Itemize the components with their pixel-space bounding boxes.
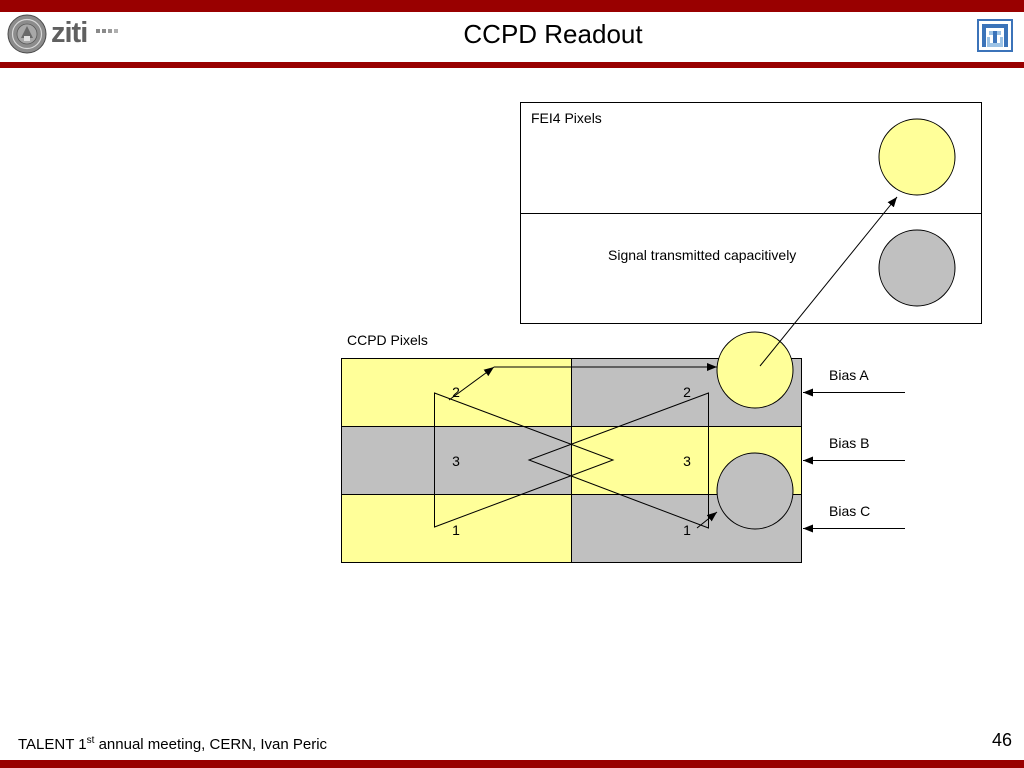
ccpd-pixel-gray xyxy=(716,452,794,530)
slide-title: CCPD Readout xyxy=(463,19,643,49)
page-number: 46 xyxy=(991,730,1012,750)
right-number-bottom: 1 xyxy=(683,522,691,538)
ccpd-cell-r3-left xyxy=(341,494,572,563)
bias-a-label: Bias A xyxy=(829,367,869,383)
arrow-2-to-bus xyxy=(448,366,495,401)
footer-text-before: TALENT 1 xyxy=(18,736,87,753)
institute-emblem-icon xyxy=(977,19,1013,52)
bottom-bar xyxy=(0,760,1024,768)
wordmark-dots-icon xyxy=(96,29,118,33)
ccpd-cell-r1-left xyxy=(341,358,572,427)
ccpd-pixel-grid xyxy=(341,358,802,563)
right-number-middle: 3 xyxy=(683,453,691,469)
footer-superscript: st xyxy=(86,735,95,746)
fei4-pixel-gray xyxy=(878,229,956,307)
capacitive-signal-arrow xyxy=(759,196,898,367)
footer-text-after: annual meeting, CERN, Ivan Peric xyxy=(94,736,328,753)
fei4-label: FEI4 Pixels xyxy=(531,110,602,126)
ccpd-pixel-yellow xyxy=(716,331,794,409)
arrow-1-to-ccpd-pixel xyxy=(696,511,718,529)
top-bar xyxy=(0,0,1024,12)
header-rule xyxy=(0,62,1024,68)
university-seal-icon xyxy=(7,14,47,54)
left-number-top: 2 xyxy=(452,384,460,400)
left-number-bottom: 1 xyxy=(452,522,460,538)
bias-b-label: Bias B xyxy=(829,435,869,451)
ccpd-label: CCPD Pixels xyxy=(347,332,428,348)
left-amplifier-triangle xyxy=(434,392,615,528)
footer-text: TALENT 1st annual meeting, CERN, Ivan Pe… xyxy=(18,735,327,755)
left-number-middle: 3 xyxy=(452,453,460,469)
right-number-top: 2 xyxy=(683,384,691,400)
signal-note: Signal transmitted capacitively xyxy=(608,247,796,263)
bias-c-label: Bias C xyxy=(829,503,870,519)
fei4-pixel-yellow xyxy=(878,118,956,196)
ccpd-cell-r2-left xyxy=(341,426,572,495)
fei4-pixel-block: FEI4 Pixels Signal transmitted capacitiv… xyxy=(520,102,982,324)
right-amplifier-triangle xyxy=(527,392,709,529)
ziti-wordmark-logo: ziti xyxy=(51,17,88,49)
